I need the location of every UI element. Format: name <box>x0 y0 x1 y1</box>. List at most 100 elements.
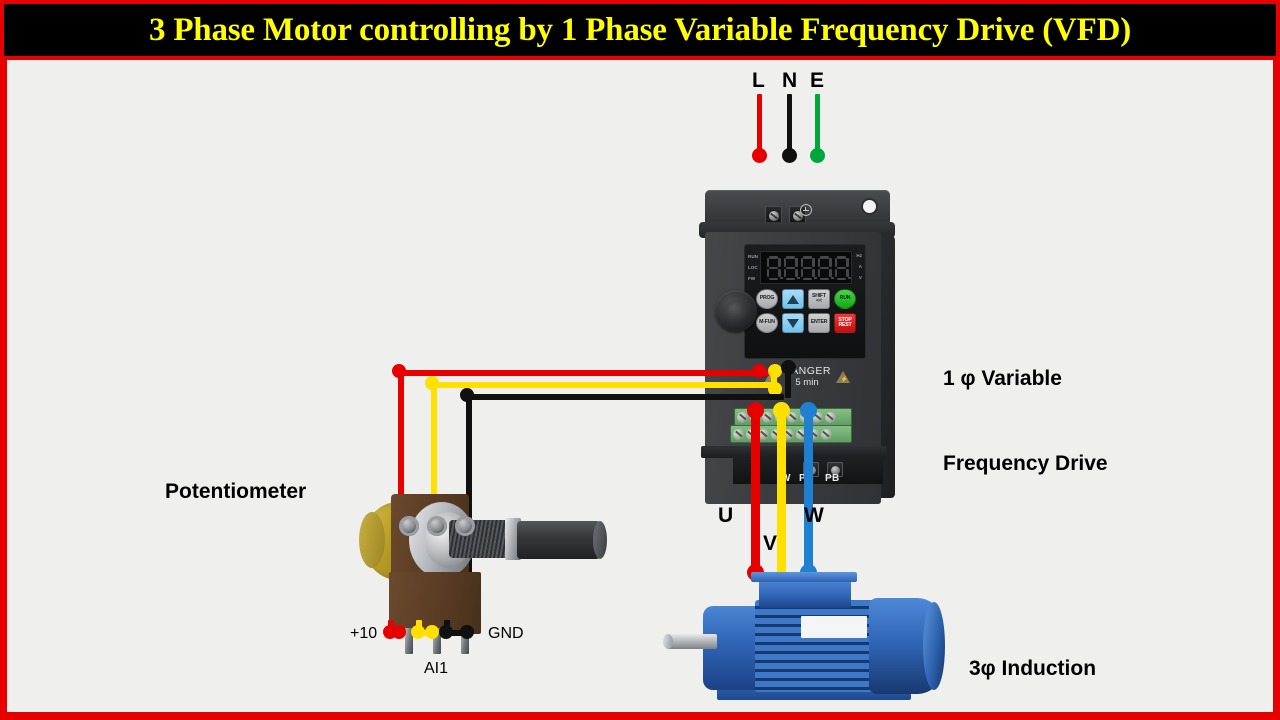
wire-pot-ai1-horizontal <box>431 382 771 388</box>
pot-pin-2[interactable] <box>433 628 441 654</box>
induction-motor[interactable] <box>655 572 955 712</box>
arrow-down-icon <box>787 318 799 328</box>
pot-shaft-end <box>593 521 607 559</box>
output-dot-U <box>747 402 764 419</box>
prog-button-label: PROG <box>759 295 775 302</box>
title-bar: 3 Phase Motor controlling by 1 Phase Var… <box>4 4 1276 56</box>
display-digit <box>817 256 834 280</box>
supply-wire-E <box>815 94 820 156</box>
mfun-button-label: M-FUN <box>759 319 775 326</box>
stop-reset-button[interactable]: STOP REST <box>834 313 856 333</box>
terminal-dot-yellow-vfd-2 <box>768 382 782 396</box>
display-digit <box>766 256 783 280</box>
motor-label-U: U <box>718 504 734 527</box>
display-digits <box>766 256 851 280</box>
vfd-control-panel[interactable]: RUN LOC FW Hz <box>744 244 866 359</box>
wire-black-vfd-drop <box>785 366 791 398</box>
supply-dot-L <box>752 148 767 163</box>
output-label-PB: PB <box>825 473 840 484</box>
indicator-hz: Hz <box>856 253 862 258</box>
supply-dot-N <box>782 148 797 163</box>
motor-label-V: V <box>763 532 778 555</box>
motor-caption-line1: 3φ Induction <box>969 656 1097 680</box>
potentiometer-caption: Potentiometer <box>165 480 307 503</box>
pot-label-ai1: AI1 <box>424 660 449 677</box>
motor-fan-cap <box>923 602 945 690</box>
wire-vfd-W-to-motor <box>804 408 813 576</box>
indicator-loc: LOC <box>748 265 758 271</box>
prog-button[interactable]: PROG <box>756 289 778 309</box>
display-digit <box>834 256 851 280</box>
indicator-v: V <box>858 275 862 281</box>
danger-label: DANGER <box>783 365 831 377</box>
vfd-lower-shelf <box>701 446 887 458</box>
pot-label-plus10: +10 <box>350 625 378 642</box>
shift-button-label: SHIFT <box>812 292 826 299</box>
indicator-run: RUN <box>748 254 758 259</box>
down-button[interactable] <box>782 313 804 333</box>
shift-button[interactable]: SHIFT << <box>808 289 830 309</box>
wire-vfd-U-to-motor <box>751 408 760 576</box>
wire-pot-plus10-horizontal <box>398 370 770 376</box>
page-title: 3 Phase Motor controlling by 1 Phase Var… <box>148 11 1132 48</box>
indicator-fw: FW <box>748 276 756 282</box>
potentiometer[interactable] <box>357 490 617 660</box>
wire-yellow-vfd-drop <box>771 370 777 390</box>
motor-cooling-fins <box>755 600 881 692</box>
vfd-unit[interactable]: RUN LOC FW Hz <box>697 132 897 507</box>
motor-label-W: W <box>804 504 824 527</box>
pot-pin-1[interactable] <box>405 628 413 654</box>
diagram-canvas: L N E RUN LOC FW <box>7 60 1273 712</box>
pot-shaft[interactable] <box>517 521 603 559</box>
supply-label-L: L <box>752 69 765 92</box>
pot-terminal-board <box>389 572 481 634</box>
control-terminal-row-2[interactable] <box>730 425 852 443</box>
output-dot-V <box>773 402 790 419</box>
supply-label-E: E <box>810 69 825 92</box>
run-button[interactable]: RUN <box>834 289 856 309</box>
arrow-up-icon <box>787 294 799 304</box>
wire-vfd-V-to-motor <box>777 408 786 584</box>
pot-dot-plus10-rail <box>392 625 406 639</box>
mfun-button[interactable]: M-FUN <box>756 313 778 333</box>
display-digit <box>800 256 817 280</box>
stop-button-label: STOP <box>838 316 852 323</box>
motor-shaft <box>667 634 717 649</box>
display-digit <box>783 256 800 280</box>
vfd-caption: 1 φ Variable Frequency Drive <box>943 308 1108 535</box>
supply-dot-E <box>810 148 825 163</box>
pot-wire-black-bridge <box>444 630 470 636</box>
pot-solder-hole-3 <box>455 516 475 536</box>
enter-button-label: ENTER <box>810 319 828 326</box>
pot-dot-gnd <box>439 625 453 639</box>
vfd-keypad[interactable]: PROG SHIFT << RUN M-FUN <box>756 289 856 337</box>
supply-wire-N <box>787 94 792 156</box>
wire-pot-gnd-horizontal <box>466 394 784 400</box>
pot-solder-hole-2 <box>427 516 447 536</box>
pot-label-gnd: GND <box>488 625 524 642</box>
vfd-display <box>760 251 852 284</box>
motor-shaft-end <box>663 634 673 649</box>
pot-brass-side <box>359 512 385 568</box>
pot-dot-gnd-rail <box>460 625 474 639</box>
supply-wire-L <box>757 94 762 156</box>
indicator-a: A <box>858 264 862 270</box>
warning-lightning-icon: ⚡ <box>835 371 850 384</box>
up-button[interactable] <box>782 289 804 309</box>
shift-button-sublabel: << <box>816 298 822 304</box>
danger-time-label: 5 min <box>795 376 819 388</box>
terminal-pb[interactable] <box>827 462 843 477</box>
wire-pot-gnd-vertical <box>466 394 472 630</box>
motor-terminal-box[interactable] <box>759 578 851 608</box>
vfd-caption-line1: 1 φ Variable <box>943 366 1062 390</box>
motor-nameplate <box>801 616 867 638</box>
keypad-row-1: PROG SHIFT << RUN <box>756 289 856 309</box>
vfd-mounting-hole <box>863 200 876 213</box>
enter-button[interactable]: ENTER <box>808 313 830 333</box>
vfd-potentiometer-knob[interactable] <box>715 290 757 332</box>
pot-pin-3[interactable] <box>461 628 469 654</box>
vfd-control-terminal-block[interactable] <box>724 408 854 448</box>
run-button-label: RUN <box>839 295 851 302</box>
motor-terminal-box-lid <box>751 572 857 582</box>
